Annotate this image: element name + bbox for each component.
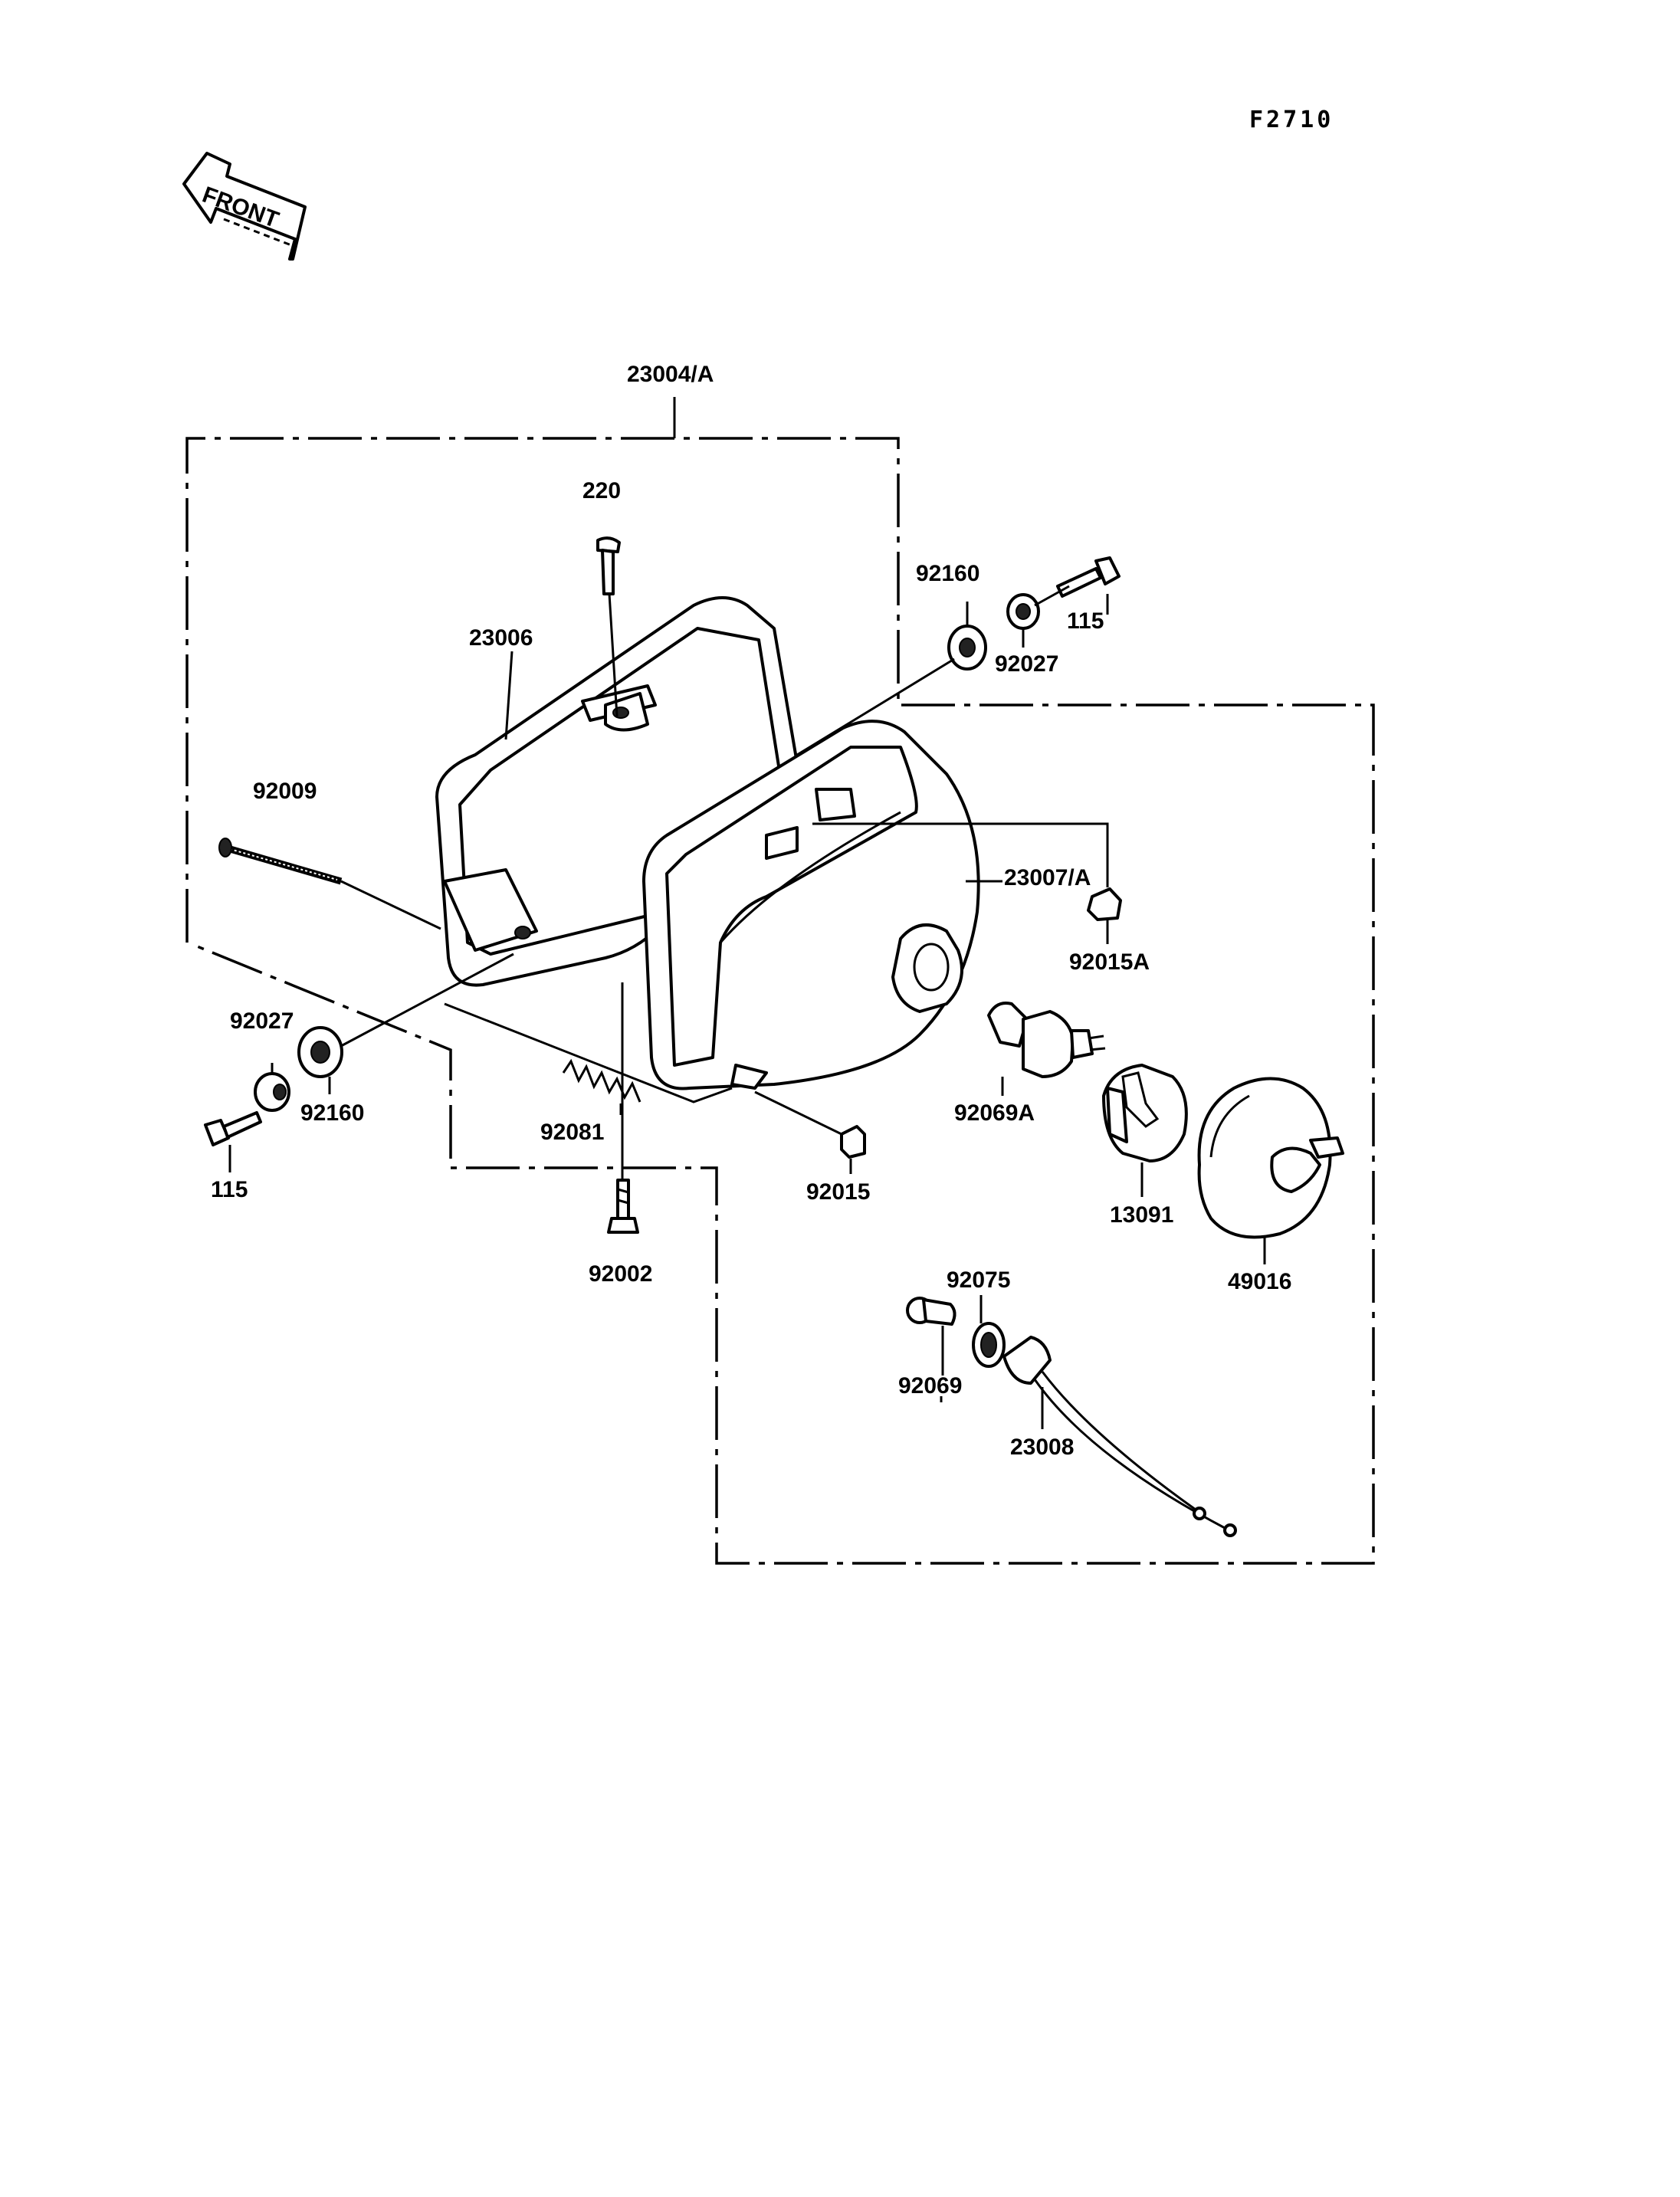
label-adjust-screw: 92009 [253,779,317,804]
label-nut-bottom: 92015 [806,1179,870,1205]
collar-left-part [254,1072,290,1112]
label-damper-left: 92160 [300,1100,364,1126]
grommet-part [972,1322,1006,1368]
bolt-right-part [1056,556,1121,598]
nut-right-leader [812,822,1109,887]
drawing-code: F2710 [1249,107,1334,133]
label-bulb-main: 92069A [954,1100,1035,1126]
adjust-screw-leader [340,880,441,930]
socket-part [1102,1064,1188,1162]
label-screw-bottom: 92002 [589,1261,652,1287]
label-socket: 13091 [1110,1202,1173,1228]
assembly-bracket-left [185,437,1375,1565]
label-assembly: 23004/A [627,362,714,387]
label-socket-wire: 23008 [1010,1435,1074,1460]
label-grommet: 92075 [947,1267,1010,1293]
top-screw-part [596,536,621,595]
label-collar-left: 92027 [230,1008,294,1034]
label-rim: 23006 [469,625,533,651]
damper-left-leader [340,953,514,1048]
top-screw-leader [608,593,619,717]
label-spring: 92081 [540,1120,604,1145]
socket-wire-part [1002,1336,1237,1537]
bolt-left-part [204,1111,262,1146]
label-unit: 23007/A [1004,865,1091,890]
collar-right-part [1006,593,1040,630]
damper-right-leader [796,657,955,756]
damper-left-part [297,1026,343,1078]
front-arrow-icon: FRONT [182,152,307,261]
headlight-unit [642,720,980,1090]
label-cover: 49016 [1228,1269,1291,1294]
label-screw-top: 220 [582,478,621,503]
spring-part [562,1058,641,1103]
label-bolt-left: 115 [211,1177,248,1202]
spring-leader [444,1002,733,1103]
nut-bottom-leader [754,1090,842,1136]
label-bulb-small: 92069 [898,1373,962,1399]
label-nut-right: 92015A [1069,949,1150,975]
nut-right-part [1087,887,1122,921]
label-bolt-right: 115 [1067,608,1104,634]
main-bulb-part [987,1002,1106,1078]
nut-bottom-part [840,1125,866,1159]
headlight-rim [435,596,802,987]
small-bulb-part [906,1297,956,1326]
label-collar-right: 92027 [995,651,1058,677]
rubber-cover-part [1197,1077,1344,1239]
damper-right-part [947,625,987,671]
adjust-screw-part [218,838,343,885]
label-damper-right: 92160 [916,561,979,586]
bottom-screw-part [607,1179,639,1234]
